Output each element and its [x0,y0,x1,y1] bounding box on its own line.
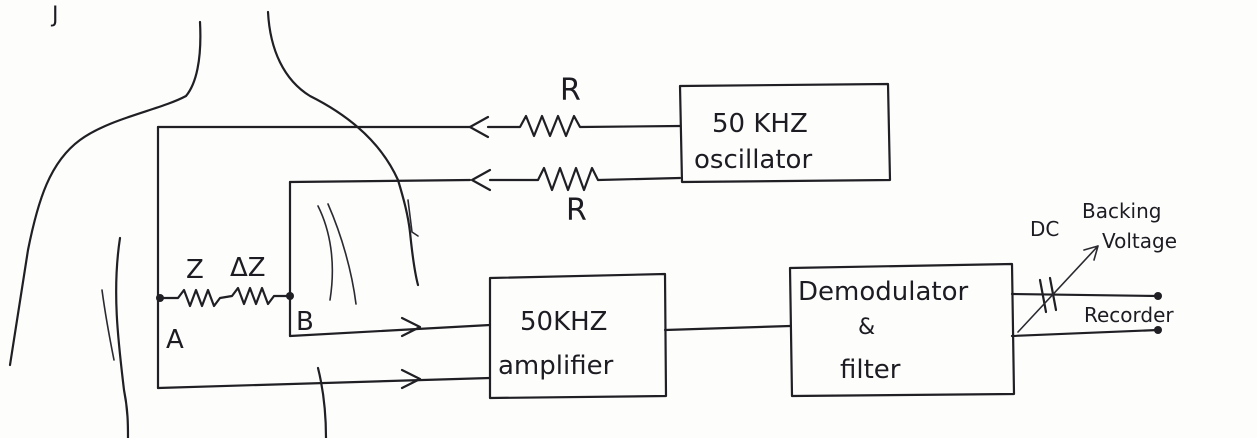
demodulator-label-line1: Demodulator [798,277,968,307]
demodulator-label-line3: filter [840,355,901,385]
point-a-label: A [166,325,184,355]
voltage-label: Voltage [1102,229,1177,253]
recorder-terminal-bottom [1154,326,1162,334]
wire-second-top [288,178,472,184]
oscillator-box [678,82,892,184]
variable-arrow [1017,245,1099,333]
amplifier-box [488,272,668,400]
arrow-second-left [470,168,492,192]
resistor-top [486,114,682,138]
wire-demodulator-to-recorder-bottom [1010,292,1160,298]
demodulator-block: Demodulator & filter [788,262,1016,398]
resistor-bottom-label: R [566,193,587,228]
body-right-torso-inner [327,203,357,305]
demodulator-label-line2: & [858,315,875,340]
oscillator-label-line2: oscillator [694,145,812,175]
point-b-label: B [296,307,314,337]
oscillator-block: 50 KHZ oscillator [678,82,892,184]
wire-demodulator-to-recorder-top [1010,328,1160,338]
body-impedance: Z ΔZ A B [156,253,314,355]
node-a-dot [156,294,164,302]
body-right-torso-upper [317,205,334,301]
impedance-label: Z [186,255,204,285]
arrow-a-to-amp [400,368,422,390]
body-right-shoulder-outline [266,10,412,234]
wire-b-to-amplifier [288,323,492,338]
body-left-torso-outline [115,236,130,438]
resistor-top-label: R [560,73,581,108]
corner-mark: J [50,3,59,28]
body-outline [8,10,420,438]
arrow-b-to-amp [400,316,422,338]
amplifier-label-line2: amplifier [498,351,614,381]
body-left-arm-inner [101,289,115,361]
body-right-elbow-detail [407,199,419,237]
node-b-dot [286,292,294,300]
resistor-bottom [488,166,682,192]
dc-label: DC [1030,217,1059,241]
dc-backing-voltage: DC Backing Voltage [1017,199,1177,333]
recorder-output: Recorder [1084,292,1174,334]
resistors: R R [486,73,682,228]
backing-label: Backing [1082,199,1161,223]
oscillator-label-line1: 50 KHZ [712,109,808,139]
recorder-terminal-top [1154,292,1162,300]
impedance-zigzag [158,286,292,308]
arrows [400,115,492,390]
recorder-label: Recorder [1084,303,1174,327]
body-right-arm-outline [408,230,420,287]
amplifier-block: 50KHZ amplifier [488,272,668,400]
arrow-top-left [468,115,490,139]
circuit-wires [156,125,1160,390]
wire-amplifier-to-demodulator [663,324,792,332]
wire-bottom-to-amplifier [156,376,492,390]
delta-impedance-label: ΔZ [230,253,266,283]
demodulator-box [788,262,1016,398]
body-right-torso-lower [316,366,328,438]
body-left-shoulder-outline [8,20,202,367]
amplifier-label-line1: 50KHZ [520,307,608,337]
